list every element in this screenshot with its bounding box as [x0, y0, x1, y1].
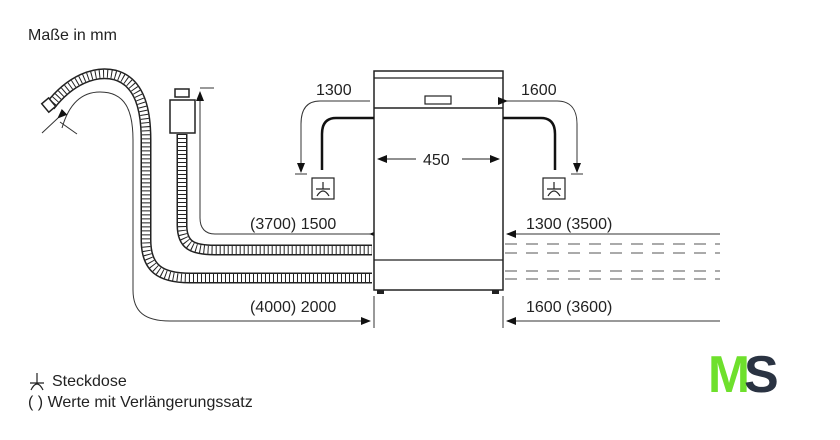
inlet-hose: [40, 68, 372, 284]
drain-length-line: [196, 91, 379, 238]
left-power-cable: [320, 116, 374, 170]
siphon-connector: [169, 99, 196, 134]
right-inlet-hose-dimension: 1600 (3600): [526, 299, 612, 316]
drain-hose: [169, 88, 372, 256]
legend-extension-label: Werte mit Verlängerungssatz: [47, 394, 253, 411]
socket-legend-icon: [30, 373, 44, 391]
right-cable-dimension: 1600: [521, 82, 557, 99]
left-inlet-hose-dimension: (4000) 2000: [250, 299, 336, 316]
right-hose-dashed: [505, 243, 720, 280]
right-drain-hose-dimension: 1300 (3500): [526, 216, 612, 233]
ms-logo: M S: [708, 346, 779, 404]
right-power-cable: [503, 116, 557, 170]
control-display: [424, 95, 452, 105]
left-cable-dimension: 1300: [316, 82, 352, 99]
left-drain-hose-dimension: (3700) 1500: [250, 216, 336, 233]
svg-text:M: M: [708, 346, 750, 404]
left-socket-icon: [311, 177, 335, 200]
inlet-length-line: [61, 91, 371, 325]
svg-text:S: S: [744, 346, 779, 404]
width-dimension: 450: [423, 152, 450, 169]
legend-extension-symbol: ( ): [28, 394, 44, 411]
legend-socket-label: Steckdose: [52, 373, 127, 390]
dishwasher: [373, 70, 504, 294]
diagram-title: Maße in mm: [28, 27, 117, 44]
right-socket-icon: [542, 177, 566, 200]
legend-extension: ( ) Werte mit Verlängerungssatz: [28, 394, 253, 412]
